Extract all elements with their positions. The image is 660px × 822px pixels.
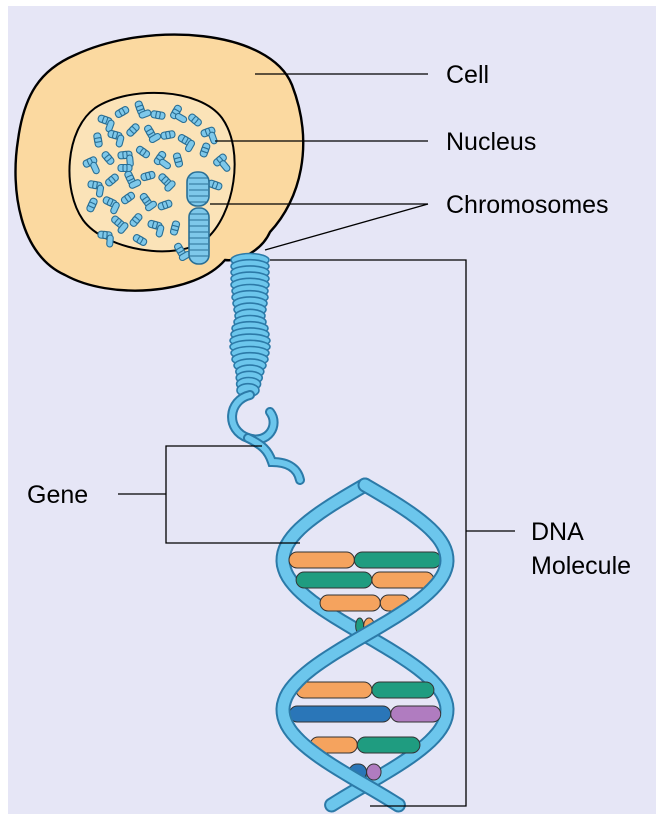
label-dna-line1: DNA	[531, 518, 584, 546]
base-segment	[289, 706, 390, 722]
label-chromosomes: Chromosomes	[446, 191, 609, 219]
chromosome-icon	[106, 235, 113, 247]
base-segment	[391, 706, 441, 722]
label-gene: Gene	[27, 481, 88, 509]
base-segment	[289, 552, 354, 568]
base-segment	[357, 737, 420, 753]
label-dna-line2: Molecule	[531, 552, 631, 580]
base-segment	[367, 764, 381, 780]
base-segment	[354, 552, 441, 568]
base-segment	[296, 572, 372, 588]
chromosome-icon	[118, 165, 132, 172]
label-cell: Cell	[446, 61, 489, 89]
base-segment	[296, 682, 372, 698]
base-segment	[372, 572, 434, 588]
highlighted-chromosome	[187, 172, 209, 264]
base-segment	[320, 595, 380, 611]
base-segment	[372, 682, 434, 698]
label-nucleus: Nucleus	[446, 128, 536, 156]
